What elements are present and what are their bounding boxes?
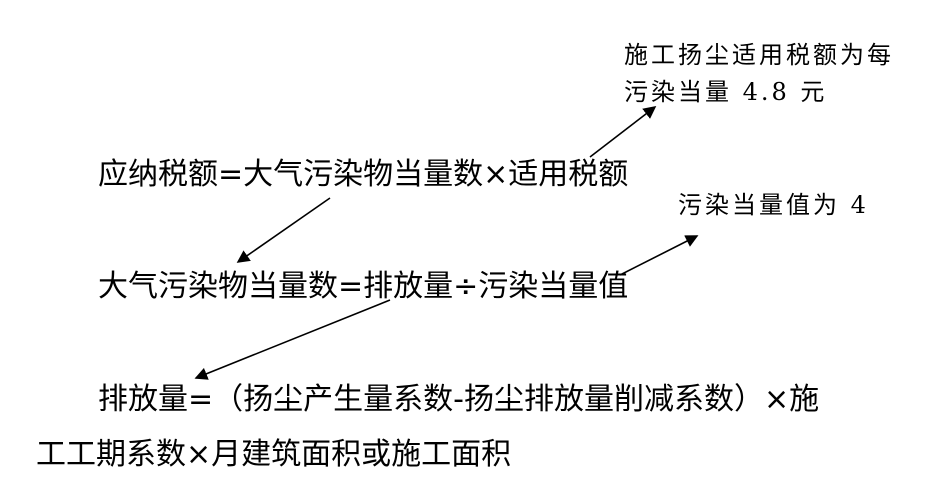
formula-emission-line2: 工工期系数×月建筑面积或施工面积 bbox=[36, 437, 512, 472]
note-equivalent-value: 污染当量值为 4 bbox=[678, 191, 869, 219]
arrow-to-equivalent-value bbox=[619, 235, 699, 276]
formula-equivalent-count: 大气污染物当量数=排放量÷污染当量值 bbox=[98, 269, 629, 304]
note-tax-rate-line2: 污染当量 4.8 元 bbox=[624, 78, 828, 106]
formula-tax-payable: 应纳税额=大气污染物当量数×适用税额 bbox=[98, 157, 629, 192]
note-tax-rate-line1: 施工扬尘适用税额为每 bbox=[624, 41, 894, 69]
arrow-to-equivalent-count bbox=[236, 197, 331, 263]
arrow-to-tax-rate-note bbox=[589, 106, 657, 158]
arrow-to-emission bbox=[194, 299, 391, 380]
formula-emission-line1: 排放量=（扬尘产生量系数-扬尘排放量削减系数）×施 bbox=[98, 382, 820, 417]
